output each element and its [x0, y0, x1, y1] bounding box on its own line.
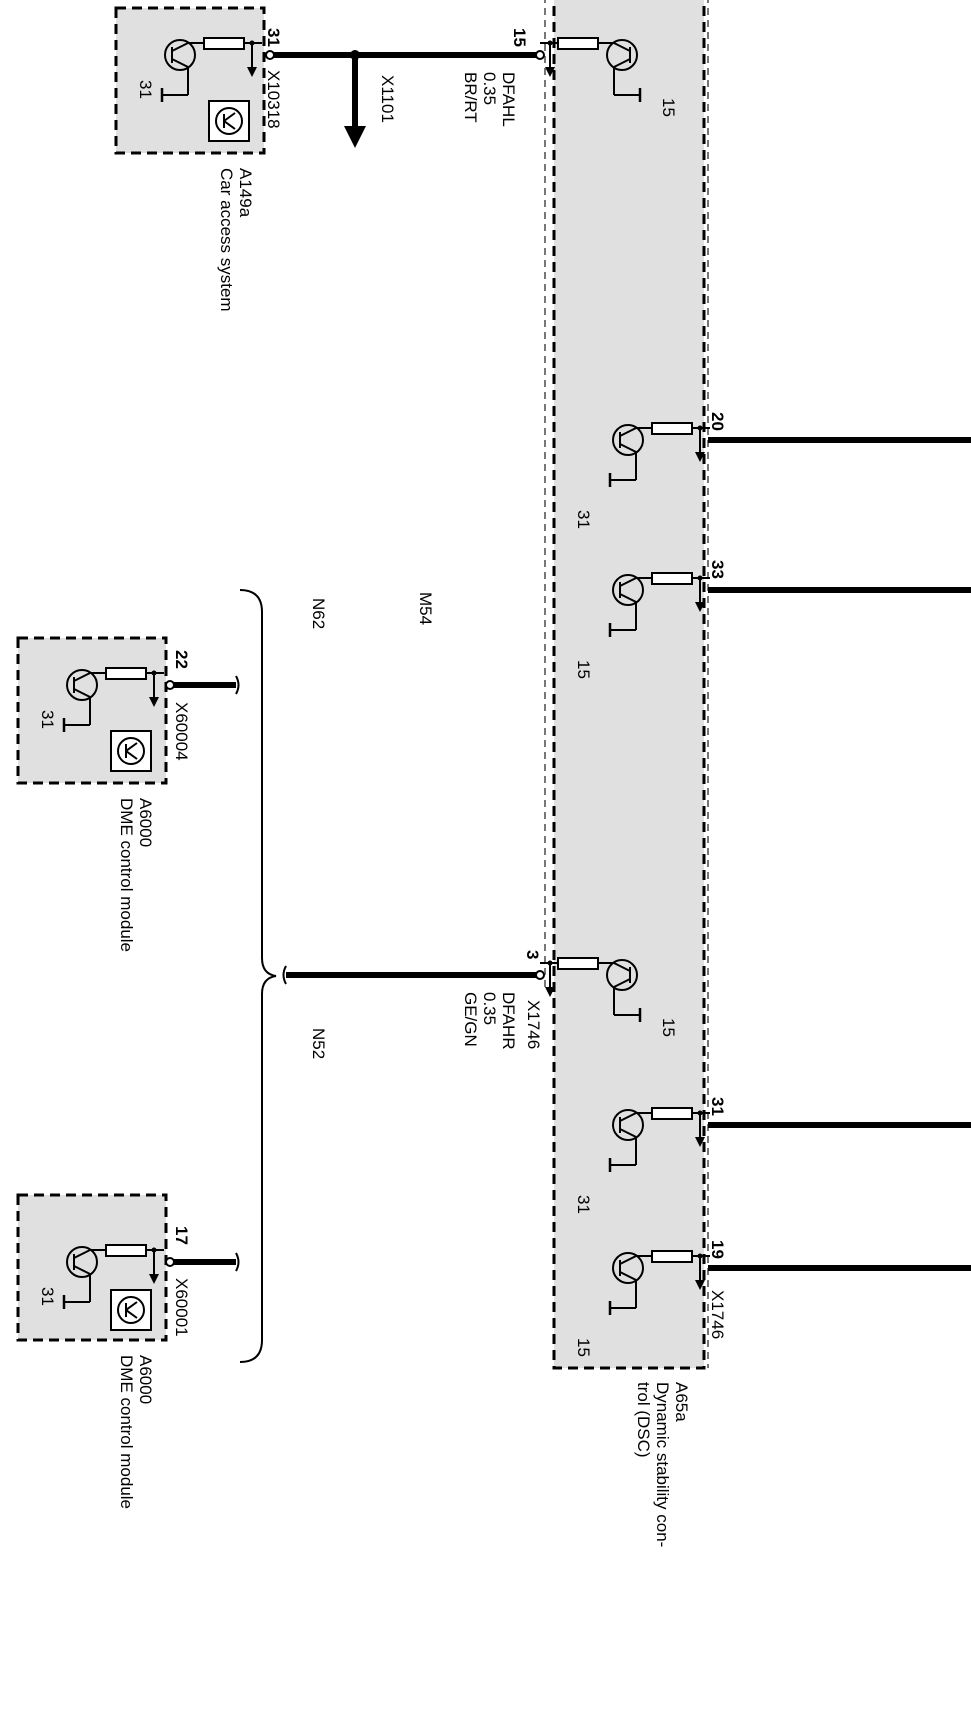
dme-1-connector: X60004 [172, 702, 191, 761]
dsc-pin-3: 3 [523, 950, 542, 959]
dsc-ref-15-d: 15 [659, 1018, 678, 1037]
car-access-name: Car access system [217, 168, 236, 312]
dsc-ref-15-c: 15 [574, 660, 593, 679]
dsc-pin-31: 31 [708, 1097, 727, 1116]
car-access-module: 31 31 X10318 A149a Car access system [114, 6, 283, 312]
dme-1-name: DME control module [117, 798, 136, 952]
branch-connector-x1101: X1101 [378, 75, 397, 123]
dme-module-x60004: 31 22 X60004 A6000 DME control module [16, 636, 240, 952]
dsc-pin-33: 33 [708, 560, 727, 579]
car-access-id: A149a [236, 168, 255, 218]
car-access-connector: X10318 [264, 70, 283, 129]
dme-2-ground-31: 31 [38, 1287, 57, 1306]
car-access-chip-icon [208, 100, 250, 142]
variant-n62: N62 [309, 598, 328, 629]
car-access-ground-31: 31 [136, 80, 155, 99]
variant-n52: N52 [309, 1028, 328, 1059]
dme-2-name: DME control module [117, 1355, 136, 1509]
dsc-id: A65a [672, 1382, 691, 1422]
dme-2-chip-icon [110, 1289, 152, 1331]
dsc-ref-31-b: 31 [574, 510, 593, 529]
variant-m54: M54 [416, 592, 435, 625]
dme-2-pin: 17 [172, 1226, 191, 1245]
wire-dfahl-gauge: 0.35 [480, 72, 499, 105]
dsc-pin-15: 15 [510, 28, 529, 47]
wire-dfahr-signal: DFAHR [499, 992, 518, 1050]
dsc-ref-15-a: 15 [659, 98, 678, 117]
dme-1-id: A6000 [136, 798, 155, 847]
car-access-pin-31: 31 [264, 28, 283, 47]
dsc-connector-x1746-a: X1746 [524, 1000, 543, 1049]
wire-dfahl-color: BR/RT [461, 72, 480, 123]
dsc-ref-31-e: 31 [574, 1195, 593, 1214]
wire-dfahl-signal: DFAHL [499, 72, 518, 127]
dsc-name-line1: Dynamic stability con- [653, 1382, 672, 1547]
dme-1-pin: 22 [172, 650, 191, 669]
dme-1-ground-31: 31 [38, 710, 57, 729]
dme-1-chip-icon [110, 730, 152, 772]
dsc-pin-20: 20 [708, 412, 727, 431]
dme-2-id: A6000 [136, 1355, 155, 1404]
dsc-connector-x1746-b: X1746 [708, 1290, 727, 1339]
dme-2-connector: X60001 [172, 1278, 191, 1337]
wire-dfahr-gauge: 0.35 [480, 992, 499, 1025]
wire-dfahr-color: GE/GN [461, 992, 480, 1047]
dsc-name-line2: trol (DSC) [634, 1382, 653, 1458]
dsc-module: 15 20 33 3 31 19 15 31 15 15 31 15 X1746… [510, 0, 971, 1547]
dsc-pin-19: 19 [708, 1240, 727, 1259]
dme-module-x60001: 31 17 X60001 A6000 DME control module [16, 1193, 240, 1509]
wire-dfahl: X1101 DFAHL 0.35 BR/RT [265, 50, 545, 148]
dsc-ref-15-f: 15 [574, 1338, 593, 1357]
engine-variant-brace [239, 589, 277, 1363]
wire-dfahr: DFAHR 0.35 GE/GN [282, 965, 545, 1050]
